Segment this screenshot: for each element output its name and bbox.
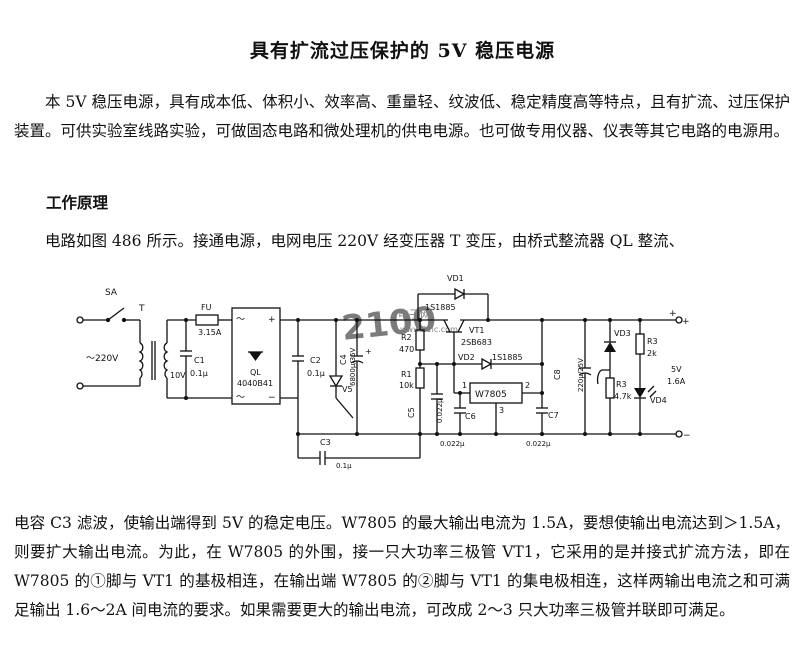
svg-text:4.7k: 4.7k: [614, 392, 632, 401]
svg-text:1S1885: 1S1885: [425, 303, 456, 312]
svg-text:FU: FU: [201, 303, 212, 312]
svg-text:10k: 10k: [399, 381, 414, 390]
svg-text:V5: V5: [342, 385, 353, 394]
svg-text:C2: C2: [310, 356, 321, 365]
svg-text:～: ～: [236, 315, 245, 325]
svg-text:2100: 2100: [340, 299, 438, 349]
input-voltage-label: ～220V: [86, 354, 119, 364]
svg-text:0.1μ: 0.1μ: [307, 369, 325, 378]
svg-text:VD4: VD4: [650, 396, 667, 405]
paragraph-before-figure: 电路如图 486 所示。接通电源，电网电压 220V 经变压器 T 变压，由桥式…: [45, 232, 685, 250]
svg-text:SA: SA: [105, 288, 118, 298]
svg-text:220μ/25V: 220μ/25V: [577, 358, 585, 392]
svg-text:1S1885: 1S1885: [492, 353, 523, 362]
svg-text:−: −: [268, 393, 276, 403]
svg-text:C5: C5: [407, 407, 416, 418]
svg-text:3.15A: 3.15A: [198, 328, 222, 337]
svg-text:W7805: W7805: [475, 390, 507, 400]
svg-text:VD1: VD1: [447, 274, 464, 283]
svg-text:5V: 5V: [671, 365, 682, 374]
resistor-r3-2k: R3 2k: [635, 320, 658, 388]
svg-text:0.1μ: 0.1μ: [336, 462, 352, 470]
svg-text:10V: 10V: [170, 371, 186, 380]
svg-text:6800μ/35V: 6800μ/35V: [349, 347, 357, 386]
svg-text:+: +: [365, 347, 372, 356]
switch-sa: SA: [105, 288, 140, 323]
transistor-vt1: VT1 2SB683: [418, 319, 492, 350]
diode-vd3: VD3: [604, 320, 631, 378]
svg-text:QL: QL: [250, 368, 261, 377]
svg-text:C6: C6: [465, 412, 476, 421]
section-heading: 工作原理: [46, 193, 109, 212]
svg-text:1: 1: [462, 381, 467, 390]
svg-text:C4: C4: [339, 354, 348, 365]
svg-text:R2: R2: [401, 333, 412, 342]
svg-text:C7: C7: [548, 411, 559, 420]
svg-text:C1: C1: [194, 356, 205, 365]
svg-text:2: 2: [525, 381, 530, 390]
watermark: 2100 电子网 www.21ic.com: [340, 299, 458, 349]
fuse-fu: FU 3.15A: [195, 303, 232, 337]
capacitor-c5: C5 0.022μ: [407, 364, 444, 434]
capacitor-c8: C8 220μ/25V: [541, 320, 592, 434]
paragraph-after-figure: 电容 C3 滤波，使输出端得到 5V 的稳定电压。W7805 的最大输出电流为 …: [14, 514, 790, 619]
svg-text:R3: R3: [647, 337, 658, 346]
svg-text:VT1: VT1: [469, 326, 484, 335]
svg-text:C8: C8: [553, 369, 562, 380]
capacitor-c6: C6 0.022μ: [440, 393, 476, 448]
capacitor-c3: C3 0.1μ: [297, 434, 421, 470]
page-title: 具有扩流过压保护的 5V 稳压电源: [249, 40, 556, 62]
svg-text:+: +: [268, 315, 276, 325]
bridge-rectifier-ql: ～ + ～ − QL 4040B41: [231, 307, 281, 405]
circuit-schematic: 2100 电子网 www.21ic.com SA ～220V T 10V: [76, 274, 691, 470]
svg-text:VD3: VD3: [614, 329, 631, 338]
svg-text:电子网: 电子网: [398, 308, 431, 321]
svg-text:470: 470: [399, 345, 414, 354]
svg-text:1.6A: 1.6A: [667, 377, 686, 386]
capacitor-c1: C1 0.1μ: [180, 320, 208, 398]
svg-text:0.022μ: 0.022μ: [440, 440, 465, 448]
junction-dots: [184, 318, 642, 436]
zener-v5: V5: [328, 320, 354, 419]
regulator-w7805: W7805 1 2 3: [453, 364, 542, 434]
capacitor-c4: + C4 6800μ/35V: [339, 320, 372, 434]
svg-text:R3: R3: [616, 380, 627, 389]
svg-text:R1: R1: [401, 370, 412, 379]
capacitor-c2: C2 0.1μ: [292, 320, 325, 398]
svg-text:3: 3: [499, 406, 504, 415]
transformer-t: T 10V: [138, 304, 186, 398]
svg-text:+: +: [669, 309, 677, 319]
svg-text:～: ～: [236, 393, 245, 403]
resistor-r1: R1 10k: [399, 364, 425, 434]
svg-text:0.022μ: 0.022μ: [526, 440, 551, 448]
svg-text:0.022μ: 0.022μ: [436, 398, 444, 423]
diode-vd1: VD1 1S1885: [417, 274, 489, 320]
svg-text:2SB683: 2SB683: [461, 338, 492, 347]
intro-paragraph: 本 5V 稳压电源，具有成本低、体积小、效率高、重量轻、纹波低、稳定精度高等特点…: [14, 93, 790, 140]
svg-text:0.1μ: 0.1μ: [190, 369, 208, 378]
svg-text:C3: C3: [320, 438, 331, 447]
capacitor-c7: C7 0.022μ: [526, 393, 559, 448]
output-terminals: + + 5V 1.6A −: [640, 309, 691, 441]
svg-text:VD2: VD2: [458, 353, 475, 362]
input-terminals: [76, 316, 140, 390]
svg-text:2k: 2k: [647, 349, 657, 358]
svg-text:+: +: [682, 317, 690, 327]
svg-text:T: T: [138, 304, 145, 314]
diode-vd2: VD2 1S1885: [454, 353, 542, 371]
svg-text:www.21ic.com: www.21ic.com: [400, 325, 458, 334]
svg-text:4040B41: 4040B41: [237, 379, 273, 388]
svg-text:−: −: [683, 431, 691, 441]
resistor-r3-4-7k: R3 4.7k: [596, 369, 632, 434]
led-vd4: VD4: [634, 385, 667, 434]
